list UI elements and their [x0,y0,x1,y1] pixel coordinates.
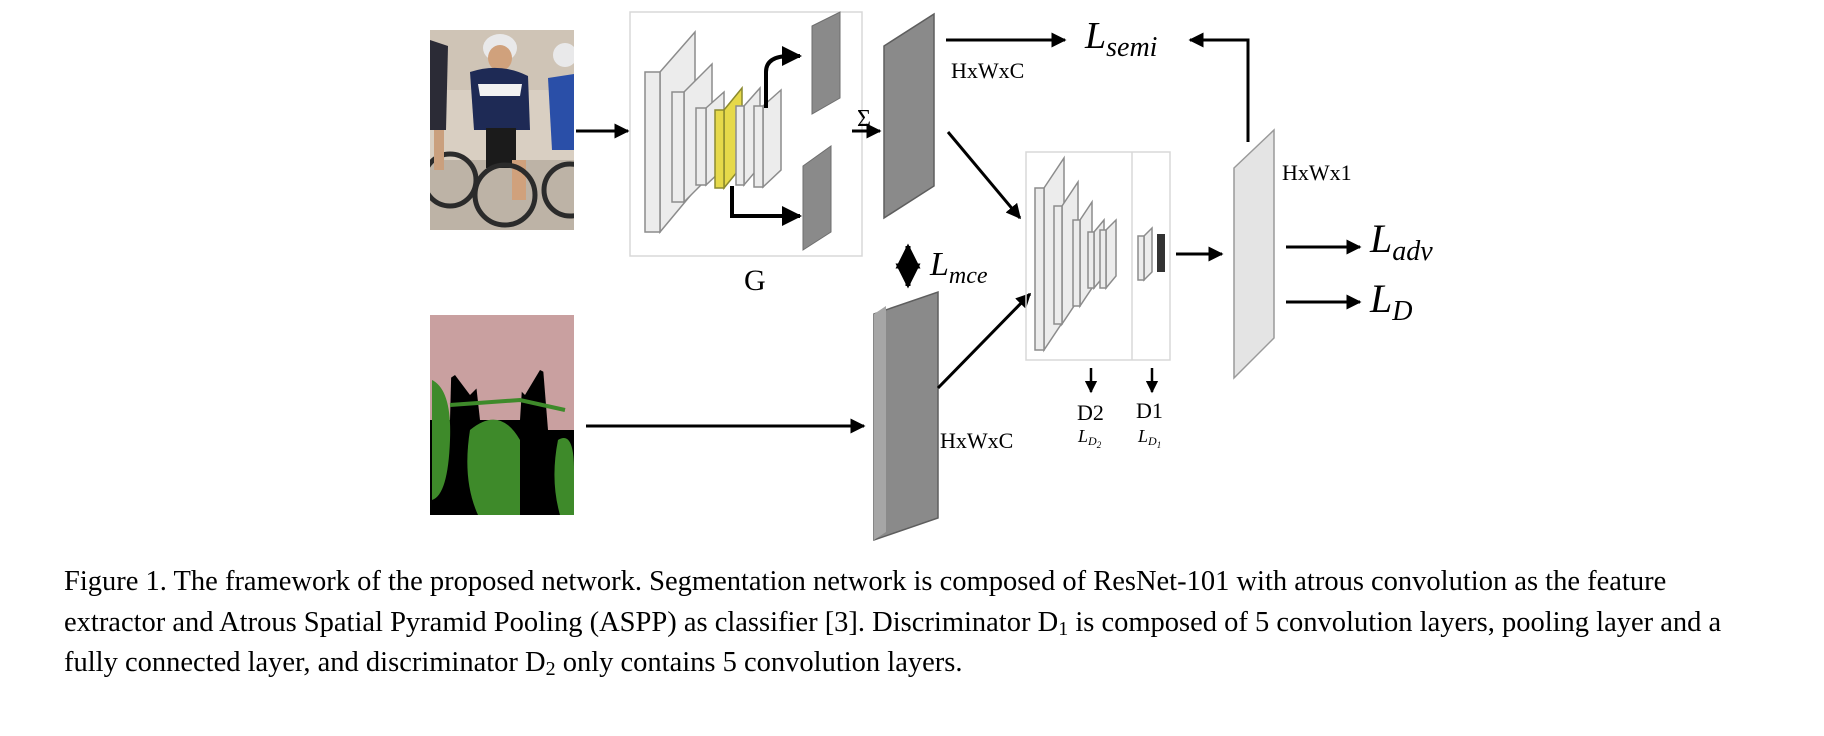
arrow-gt-to-discriminator [936,292,1032,390]
generator-label: G [744,264,766,297]
disc1-loss: LD1 [1137,426,1161,450]
sum-symbol: Σ [857,106,871,132]
predicted-feature-map [883,12,935,220]
segmentation-label-map [430,315,574,515]
aspp-branch-arrow-up [764,46,802,108]
loss-semi: Lsemi [1084,15,1157,63]
caption-subscript-2: 2 [545,658,556,680]
aspp-branch-arrow-down [730,186,802,226]
loss-d: LD [1369,276,1412,327]
arrow-pred-to-discriminator [946,131,1022,220]
feature-dim-bottom: HxWxC [940,428,1013,453]
loss-mce: Lmce [929,246,988,289]
discriminator-frame [1025,151,1171,361]
ground-truth-map-side [874,306,886,540]
caption-subscript-1: 1 [1058,617,1069,640]
disc2-loss: LD2 [1077,426,1102,450]
framework-diagram: G Σ HxWxC Lsemi Lmce HxWxC [430,11,1433,542]
confidence-dim: HxWx1 [1282,160,1352,185]
discriminator-layers [1034,155,1153,353]
generator-layers [644,30,782,235]
generator-frame [629,11,863,257]
figure-caption: Figure 1. The framework of the proposed … [64,566,1722,680]
confidence-map [1233,128,1275,380]
aspp-branches [802,11,841,251]
discriminator-fc [1157,234,1165,272]
loss-adv: Ladv [1369,216,1433,267]
cyclists-photo [430,30,574,230]
feature-dim-top: HxWxC [951,58,1024,83]
arrow-confidence-to-lsemi [1188,32,1250,142]
disc1-name: D1 [1136,398,1163,423]
disc2-name: D2 [1077,400,1104,425]
